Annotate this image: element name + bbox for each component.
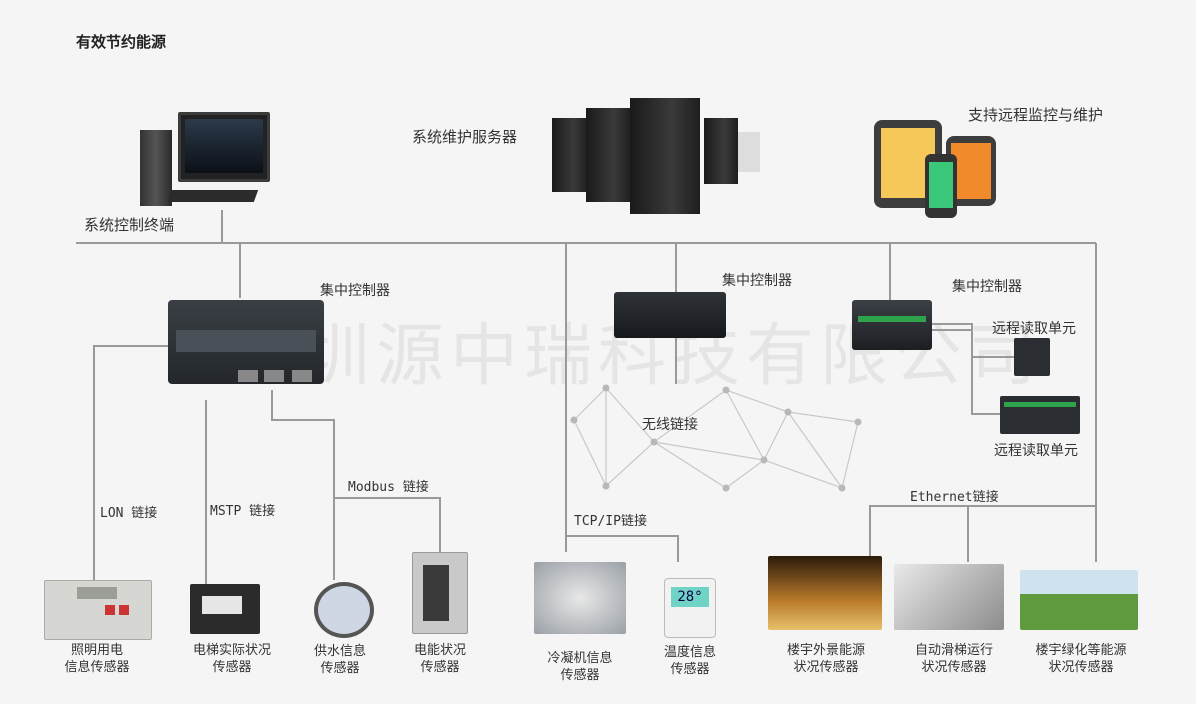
sensor-caption: 电能状况传感器: [413, 643, 466, 675]
ethernet-link-label: Ethernet链接: [910, 490, 999, 505]
lon-link-label: LON 链接: [100, 506, 158, 521]
remote-reader-label-2: 远程读取单元: [994, 443, 1078, 459]
power-cabinet-icon: [412, 552, 468, 634]
main-controller-icon: [168, 300, 324, 384]
remote-reader-icon: [1000, 396, 1080, 434]
server-label: 系统维护服务器: [412, 128, 518, 146]
tcpip-link-label: TCP/IP链接: [574, 514, 647, 529]
modbus-branch-line: [334, 497, 441, 552]
terminal-label: 系统控制终端: [84, 216, 175, 234]
sensor-caption: 电梯实际状况传感器: [192, 643, 271, 675]
water-meter-icon: [314, 582, 374, 638]
remote-label: 支持远程监控与维护: [968, 106, 1104, 124]
wireless-controller-label: 集中控制器: [722, 273, 792, 289]
fountain-icon: [768, 556, 882, 630]
modbus-line: [271, 390, 335, 580]
wireless-mesh: [573, 387, 859, 489]
main-controller-label: 集中控制器: [320, 283, 390, 299]
mstp-link-label: MSTP 链接: [210, 504, 276, 519]
garden-icon: [1020, 570, 1138, 630]
thermostat-display: 28°: [671, 587, 709, 607]
sensor-caption: 供水信息传感器: [313, 644, 366, 676]
tcpip-branch-line: [566, 535, 679, 562]
right-controller-label: 集中控制器: [952, 279, 1022, 295]
sensor-caption: 照明用电信息传感器: [64, 643, 130, 675]
lighting-panel-icon: [44, 580, 152, 640]
page-title: 有效节约能源: [76, 33, 167, 51]
ethernet-branch-line: [869, 505, 1096, 556]
wireless-link-label: 无线链接: [642, 417, 698, 433]
remote-reader-label-1: 远程读取单元: [992, 321, 1076, 337]
sensor-caption: 楼宇外景能源状况传感器: [786, 643, 865, 675]
elevator-board-icon: [190, 584, 260, 634]
sensor-caption: 温度信息传感器: [663, 645, 716, 677]
right-controller-icon: [852, 300, 932, 350]
chiller-icon: [534, 562, 626, 634]
monitor-icon: [178, 112, 270, 182]
reader2-line: [932, 329, 1000, 415]
sensor-caption: 自动滑梯运行状况传感器: [914, 643, 993, 675]
keyboard-icon: [167, 190, 259, 202]
thermostat-icon: 28°: [664, 578, 716, 638]
pc-tower-icon: [140, 130, 172, 206]
sensor-caption: 冷凝机信息传感器: [547, 651, 613, 683]
wireless-controller-icon: [614, 292, 726, 338]
sensor-caption: 楼宇绿化等能源状况传感器: [1035, 643, 1127, 675]
modbus-link-label: Modbus 链接: [348, 480, 429, 495]
escalator-icon: [894, 564, 1004, 630]
remote-reader-icon: [1014, 338, 1050, 376]
lon-line: [93, 345, 168, 580]
